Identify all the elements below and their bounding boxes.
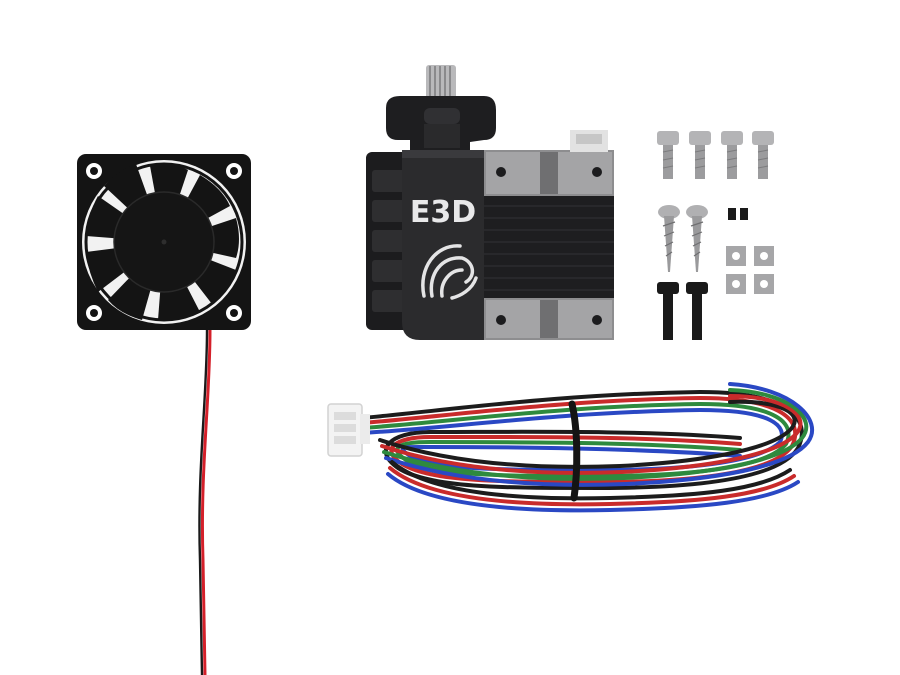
wood-screw bbox=[686, 205, 708, 272]
black-bolt bbox=[686, 282, 708, 340]
grub-screw bbox=[728, 208, 736, 220]
extruder-assembly: E3D bbox=[366, 65, 614, 340]
grub-screw bbox=[740, 208, 748, 220]
cooling-fan bbox=[77, 154, 251, 330]
adjust-knob bbox=[426, 65, 456, 101]
wood-screw bbox=[658, 205, 680, 272]
motor-screw bbox=[496, 167, 602, 325]
socket-screw bbox=[721, 131, 743, 179]
black-bolt bbox=[657, 282, 679, 340]
mounting-screws bbox=[657, 131, 774, 340]
motor-cable bbox=[360, 382, 815, 513]
brand-swirl-logo bbox=[421, 244, 478, 300]
cable-connector bbox=[327, 403, 370, 457]
brand-logo-text: E3D bbox=[410, 195, 476, 230]
fan-wire bbox=[198, 329, 212, 675]
socket-screw bbox=[752, 131, 774, 179]
socket-screw bbox=[657, 131, 679, 179]
socket-screw bbox=[689, 131, 711, 179]
square-nuts bbox=[726, 246, 774, 294]
extruder-body bbox=[402, 150, 484, 340]
